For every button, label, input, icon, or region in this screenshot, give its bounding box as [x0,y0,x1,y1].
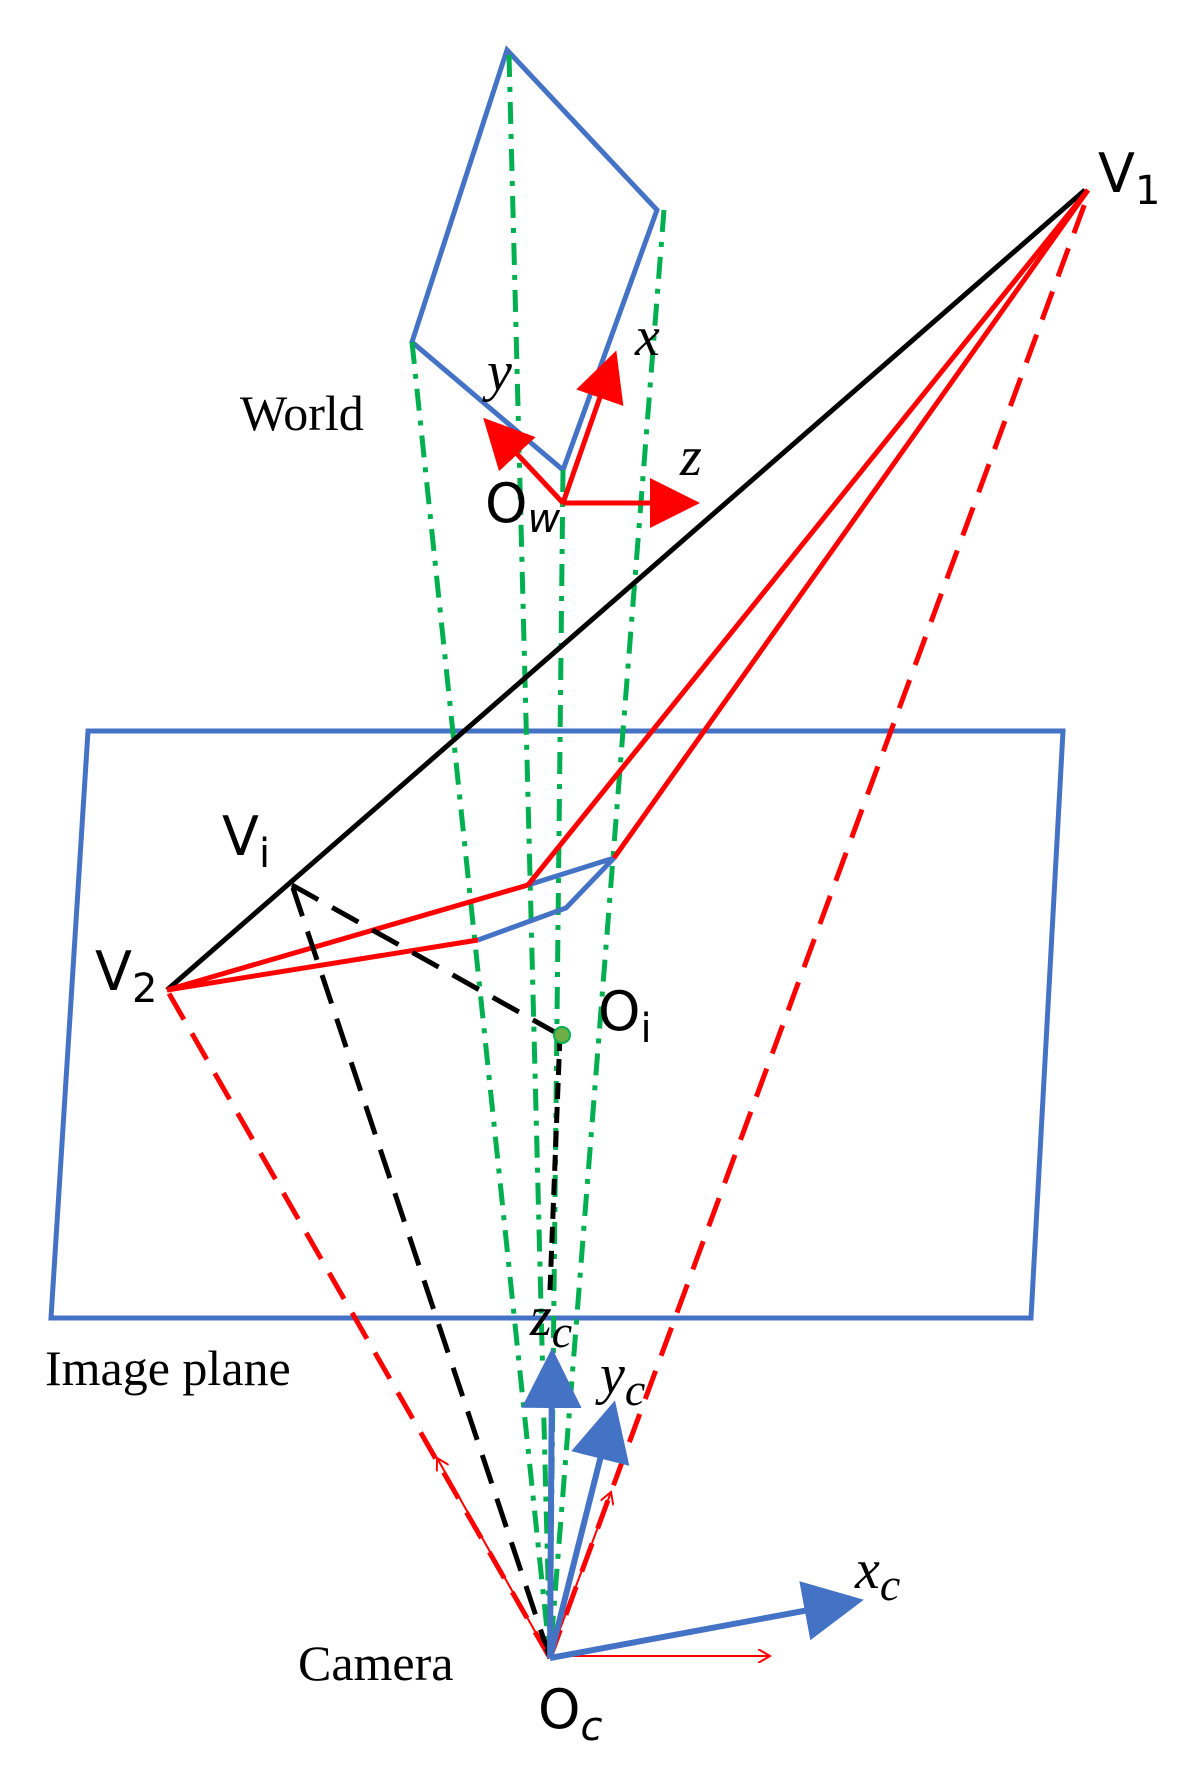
world-x-arrow [560,350,624,504]
label-v2: V2 [95,940,157,1012]
label-ow: Ow [485,472,561,542]
line-v2-a [166,882,529,993]
label-cam-y: yc [595,1344,645,1415]
projected-object [477,855,616,943]
label-world-z: z [679,426,702,488]
label-cam-x: xc [854,1539,900,1610]
camera-axes [521,1348,864,1661]
principal-point [553,1026,571,1044]
line-vi-oi [290,882,562,1038]
ray-oc-v1 [547,194,1091,1659]
world-axes [483,350,700,528]
image-plane [48,728,1066,1321]
world-y-arrow [483,417,565,505]
camera-to-vp [164,194,1091,1660]
label-image-plane: Image plane [45,1340,291,1396]
direction-arrows [437,1458,770,1656]
cam-y-arrow [547,1400,630,1659]
label-camera: Camera [298,1635,453,1691]
ray-top [506,54,553,1659]
dir-arrow-v1 [552,1492,611,1649]
label-oi: Oi [598,980,652,1052]
black-dashed [289,882,563,1659]
label-world-y: y [482,341,512,403]
ray-left [409,341,553,1659]
dir-arrow-v2 [437,1458,546,1650]
label-world-x: x [634,306,660,368]
label-cam-z: zc [529,1286,572,1357]
ray-oc-vi [289,884,553,1659]
label-world: World [240,385,364,441]
world-object [409,45,660,475]
convergence-lines [166,188,1091,993]
label-oc: Oc [538,1678,603,1750]
ray-right [547,209,667,1659]
vanishing-line [165,188,1087,992]
line-v1-a [526,188,1090,887]
cam-z-arrow [521,1348,582,1659]
label-vi: Vi [222,805,270,877]
ray-oc-v2 [164,988,553,1660]
line-v2-b [166,937,479,993]
cam-x-arrow [549,1581,864,1661]
line-v1-b [611,188,1091,860]
line-oi-oc [547,1034,563,1291]
label-v1: V1 [1098,142,1160,214]
